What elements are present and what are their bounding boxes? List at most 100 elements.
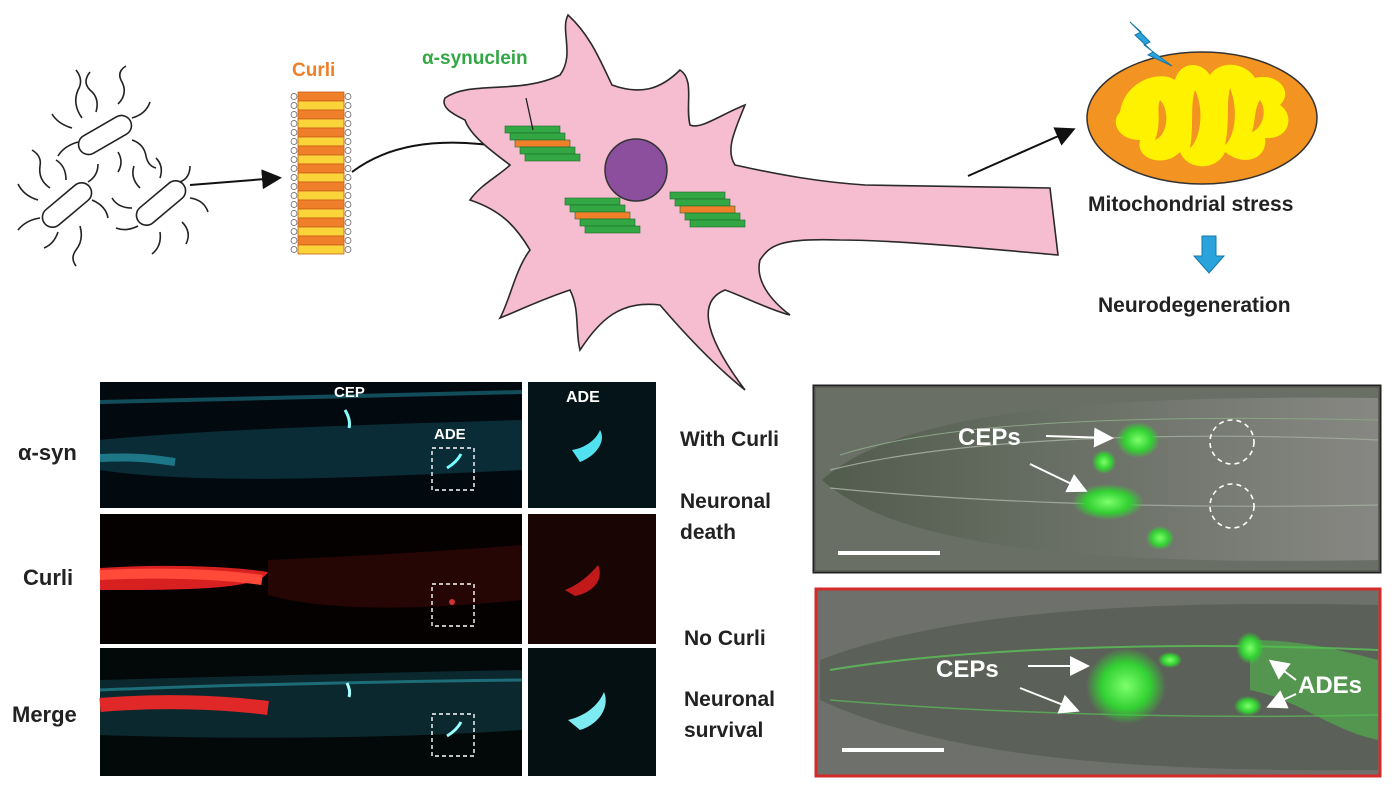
curli-loop <box>290 165 298 172</box>
bacterium-3 <box>111 157 209 255</box>
neuron-body <box>443 13 1059 391</box>
asyn-fibril <box>689 219 746 228</box>
curli-stripe <box>297 145 345 156</box>
panel1-line1: With Curli <box>680 428 779 451</box>
asyn-pointer-line <box>525 97 534 131</box>
asyn-fibril <box>679 205 736 214</box>
curli-stripe <box>297 109 345 120</box>
cep-label: CEP <box>334 384 365 401</box>
curli-fiber <box>290 91 352 255</box>
asyn-label: α-synuclein <box>422 48 528 69</box>
curli-stripe <box>297 100 345 111</box>
curli-stripe <box>297 190 345 201</box>
curli-loop <box>344 174 352 181</box>
asyn-fibril <box>574 211 631 220</box>
curli-loop <box>344 138 352 145</box>
panel2-ades: ADEs <box>1298 672 1363 699</box>
down-arrow-icon <box>1192 235 1226 274</box>
curli-loop <box>290 120 298 127</box>
asyn-fibril <box>519 146 576 155</box>
curli-stripe <box>297 235 345 246</box>
curli-loop <box>290 219 298 226</box>
inset-ade-label: ADE <box>566 389 600 406</box>
curli-loop <box>290 174 298 181</box>
curli-loop <box>290 147 298 154</box>
curli-loop <box>344 246 352 253</box>
curli-stripe <box>297 199 345 210</box>
asyn-fibril <box>524 153 581 162</box>
panel2-line2: Neuronal <box>684 688 776 711</box>
curli-stripe <box>297 118 345 129</box>
asyn-fibril <box>669 191 726 200</box>
row-label-asyn: α-syn <box>18 440 77 465</box>
asyn-fibril <box>579 218 636 227</box>
panel1-line2: Neuronal <box>680 490 772 513</box>
curli-stripe <box>297 163 345 174</box>
curli-stripe <box>297 181 345 192</box>
asyn-fibril <box>684 212 741 221</box>
nucleus <box>604 138 668 202</box>
curli-loop <box>344 156 352 163</box>
curli-loop <box>344 93 352 100</box>
panel1-line3: death <box>680 521 737 544</box>
curli-loop <box>344 102 352 109</box>
curli-label: Curli <box>292 60 336 81</box>
curli-loop <box>290 93 298 100</box>
asyn-fibril <box>674 198 731 207</box>
panel2-ceps: CEPs <box>936 656 999 683</box>
neuro-label: Neurodegeneration <box>1098 294 1291 317</box>
curli-loop <box>344 210 352 217</box>
ade-label: ADE <box>434 426 466 443</box>
bacterium-1 <box>51 65 157 173</box>
curli-loop <box>344 201 352 208</box>
curli-stripe <box>297 208 345 219</box>
worm-panel-with-curli <box>812 384 1382 574</box>
curli-loop <box>344 120 352 127</box>
curli-loop <box>344 219 352 226</box>
curli-loop <box>290 201 298 208</box>
curli-loop <box>344 129 352 136</box>
curli-loop <box>290 129 298 136</box>
curli-stripe <box>297 226 345 237</box>
mitochondrion <box>1086 51 1318 185</box>
curli-loop <box>290 102 298 109</box>
asyn-fibril <box>514 139 571 148</box>
curli-loop <box>290 192 298 199</box>
worm-panel-no-curli <box>814 587 1382 778</box>
curli-stripe <box>297 172 345 183</box>
panel1-ceps: CEPs <box>958 424 1021 451</box>
mito-label: Mitochondrial stress <box>1088 193 1294 216</box>
asyn-fibril <box>509 132 566 141</box>
curli-loop <box>290 183 298 190</box>
curli-loop <box>290 138 298 145</box>
asyn-fibril <box>569 204 626 213</box>
curli-loop <box>290 228 298 235</box>
asyn-aggregates <box>504 125 746 234</box>
curli-stripe <box>297 127 345 138</box>
bacterium-2 <box>17 149 109 267</box>
curli-stripe <box>297 154 345 165</box>
micrograph-grid <box>99 382 656 776</box>
panel2-line1: No Curli <box>684 627 766 650</box>
curli-loop <box>344 183 352 190</box>
arrow-bacteria-to-curli <box>189 169 282 190</box>
curli-loop <box>290 111 298 118</box>
lightning-icon <box>1129 21 1173 67</box>
curli-stripe <box>297 91 345 102</box>
arrow-neuron-to-mito <box>967 127 1076 177</box>
panel2-line3: survival <box>684 719 764 742</box>
asyn-fibril <box>564 197 621 206</box>
curli-loop <box>344 111 352 118</box>
curli-loop <box>290 210 298 217</box>
curli-loop <box>344 192 352 199</box>
curli-loop <box>344 165 352 172</box>
bacteria-group <box>17 65 209 267</box>
curli-stripe <box>297 217 345 228</box>
curli-loop <box>344 228 352 235</box>
row-label-merge: Merge <box>12 702 77 727</box>
row-label-curli: Curli <box>23 565 74 590</box>
curli-loop <box>344 147 352 154</box>
curli-loop <box>290 246 298 253</box>
curli-loop <box>290 237 298 244</box>
